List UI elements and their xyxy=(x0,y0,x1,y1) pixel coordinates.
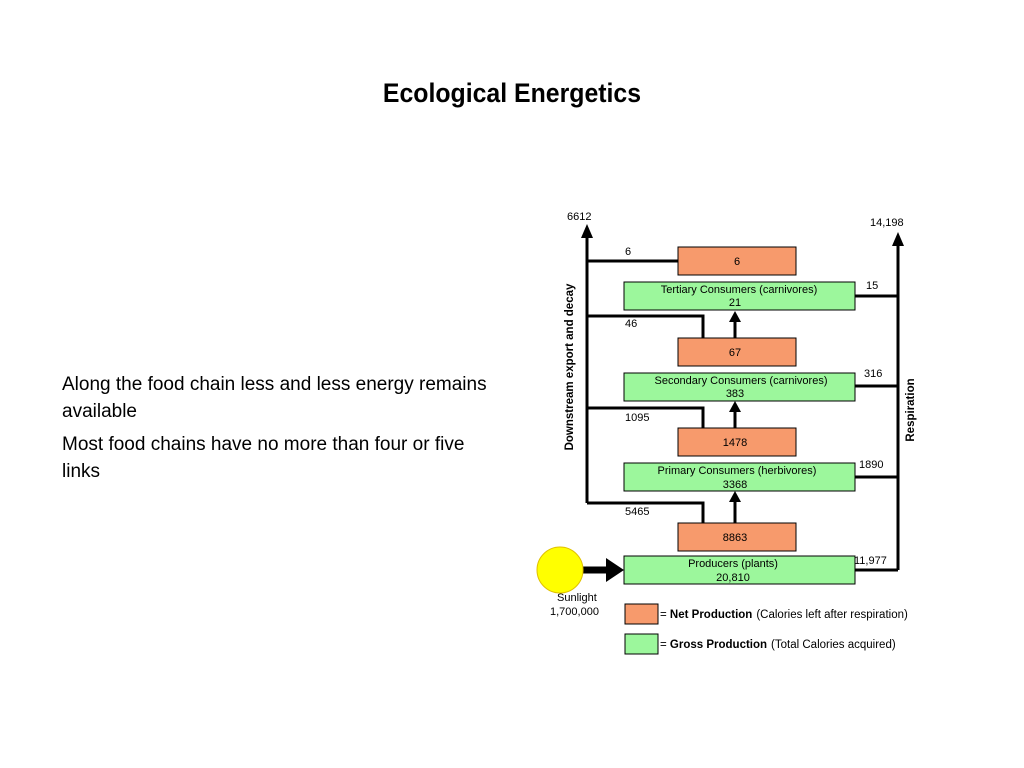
legend-gross-swatch xyxy=(624,633,659,655)
bullet-list: Along the food chain less and less energ… xyxy=(62,372,502,492)
gross-value: 21 xyxy=(729,297,741,309)
legend-prefix: = xyxy=(660,609,670,621)
bullet-item: Along the food chain less and less energ… xyxy=(62,374,487,422)
slide-title: Ecological Energetics xyxy=(382,78,642,108)
net-value: 6 xyxy=(734,256,740,268)
export-branch-line xyxy=(587,406,705,428)
net-production-box-secondary xyxy=(677,337,797,367)
legend-prefix: = xyxy=(660,639,670,651)
legend-gross-bold: Gross Production xyxy=(670,639,767,651)
gross-value: 20,810 xyxy=(716,572,750,584)
gross-name: Primary Consumers (herbivores) xyxy=(658,465,817,477)
gross-name: Producers (plants) xyxy=(688,558,778,570)
gross-value: 3368 xyxy=(723,479,747,491)
bullet-item: Most food chains have no more than four … xyxy=(62,433,465,482)
gross-value: 383 xyxy=(726,388,744,400)
respiration-value: 316 xyxy=(864,368,882,380)
respiration-arrowhead xyxy=(892,232,904,246)
export-value: 5465 xyxy=(625,506,649,518)
flow-arrowhead xyxy=(729,401,741,412)
gross-name: Tertiary Consumers (carnivores) xyxy=(661,284,817,296)
net-value: 67 xyxy=(729,347,741,359)
respiration-value: 11,977 xyxy=(854,555,887,567)
flow-arrowhead xyxy=(729,491,741,502)
net-production-box-primary xyxy=(677,427,797,457)
sunlight-label: Sunlight xyxy=(557,592,597,604)
export-value: 1095 xyxy=(625,412,649,424)
gross-production-box-producers xyxy=(623,555,856,585)
net-value: 1478 xyxy=(723,437,747,449)
export-total: 6612 xyxy=(567,211,591,223)
export-branch-line xyxy=(587,314,705,338)
legend-gross-text: = Gross Production (Total Calories acquir… xyxy=(660,639,896,651)
gross-production-box-secondary xyxy=(623,372,856,402)
export-axis-label: Downstream export and decay xyxy=(564,283,576,450)
sunlight-value: 1,700,000 xyxy=(550,606,599,618)
sun-icon xyxy=(536,546,584,594)
net-production-box-tertiary xyxy=(677,246,797,276)
net-value: 8863 xyxy=(723,532,747,544)
legend-net-text: = Net Production (Calories left after res… xyxy=(660,609,908,621)
legend-net-bold: Net Production xyxy=(670,609,752,621)
gross-production-box-primary xyxy=(623,462,856,492)
respiration-value: 1890 xyxy=(859,459,883,471)
net-production-box-producers xyxy=(677,522,797,552)
respiration-axis-label: Respiration xyxy=(905,378,917,441)
export-branch-line xyxy=(587,501,705,523)
gross-production-box-tertiary xyxy=(623,281,856,311)
respiration-value: 15 xyxy=(866,280,878,292)
legend-gross-desc: (Total Calories acquired) xyxy=(771,639,896,651)
export-value: 6 xyxy=(625,246,631,258)
export-arrowhead xyxy=(581,224,593,238)
sunlight-arrowhead xyxy=(606,558,624,582)
export-value: 46 xyxy=(625,318,637,330)
legend-net-swatch xyxy=(624,603,659,625)
respiration-total: 14,198 xyxy=(870,217,904,229)
gross-name: Secondary Consumers (carnivores) xyxy=(654,375,827,387)
legend-net-desc: (Calories left after respiration) xyxy=(756,609,908,621)
flow-arrowhead xyxy=(729,311,741,322)
